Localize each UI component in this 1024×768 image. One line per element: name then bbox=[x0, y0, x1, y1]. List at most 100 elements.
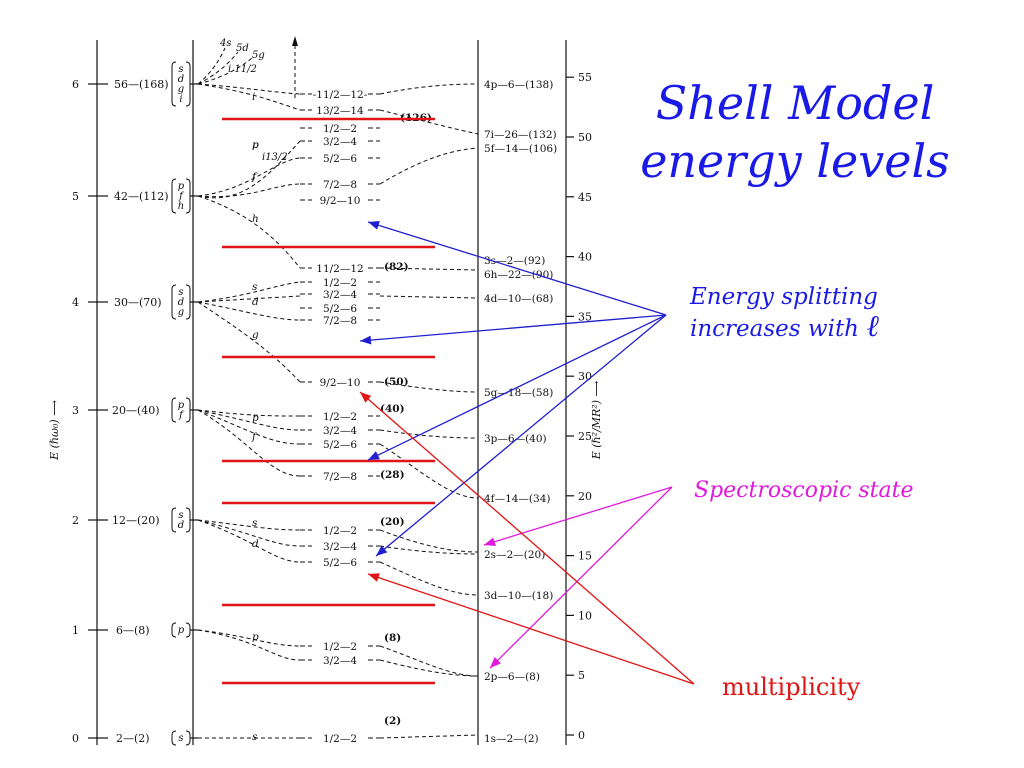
split-level-label: 3/2—4 bbox=[323, 136, 357, 148]
title-line-1: Shell Model bbox=[655, 76, 935, 130]
shell-letter: d bbox=[178, 74, 184, 85]
split-level-label: 1/2—2 bbox=[323, 641, 357, 653]
shell-brace bbox=[171, 61, 177, 107]
shell-letter: h bbox=[178, 201, 184, 212]
shell-brace bbox=[171, 507, 177, 533]
left-tick-label: 2 bbox=[72, 514, 79, 527]
split-level-label: 1/2—2 bbox=[323, 277, 357, 289]
shell-brace bbox=[185, 178, 191, 214]
multiplicity-arrow-head bbox=[368, 573, 380, 582]
level-connection-curve bbox=[197, 301, 301, 321]
level-connection-curve bbox=[379, 295, 479, 299]
split-level-label: 13/2—14 bbox=[316, 105, 364, 117]
right-tick-label: 20 bbox=[578, 490, 592, 503]
square-well-level-label: 4d—10—(68) bbox=[484, 293, 553, 305]
upper-arrow-head bbox=[292, 36, 298, 46]
square-well-level-label: 6h—22—(90) bbox=[484, 269, 553, 281]
oscillator-shell-label: 56—(168) bbox=[114, 78, 169, 91]
split-level-label: 1/2—2 bbox=[323, 525, 357, 537]
split-level-label: 11/2—12 bbox=[316, 263, 363, 275]
left-tick-label: 1 bbox=[72, 624, 79, 637]
square-well-level-label: 7i—26—(132) bbox=[484, 129, 557, 141]
annotation-label: 5d bbox=[236, 43, 249, 54]
magic-number: (8) bbox=[384, 632, 401, 644]
split-level-label: 3/2—4 bbox=[323, 655, 357, 667]
right-axis-title: E (ℏ²/MR²) ⟶ bbox=[590, 381, 603, 461]
spectroscopic-state-arrow-head bbox=[484, 537, 496, 547]
branch-letter: g bbox=[252, 329, 259, 341]
level-connection-curve bbox=[197, 47, 226, 85]
split-level-label: 1/2—2 bbox=[323, 733, 357, 745]
branch-letter: s bbox=[252, 731, 258, 743]
energy-splitting-arrow-head bbox=[360, 335, 372, 345]
split-level-label: 1/2—2 bbox=[323, 123, 357, 135]
oscillator-shell-label: 30—(70) bbox=[114, 296, 162, 309]
callout-line-1: Energy splitting bbox=[690, 284, 878, 310]
branch-letter: s bbox=[252, 281, 258, 293]
level-connection-curve bbox=[379, 734, 479, 739]
shell-letter: p bbox=[178, 400, 185, 411]
shell-brace bbox=[185, 284, 191, 320]
branch-letter: p bbox=[252, 412, 259, 424]
shell-letter: d bbox=[178, 520, 184, 531]
split-level-label: 3/2—4 bbox=[323, 289, 357, 301]
square-well-level-label: 2p—6—(8) bbox=[484, 671, 540, 683]
split-level-label: 5/2—6 bbox=[323, 439, 357, 451]
right-tick-label: 15 bbox=[578, 550, 592, 563]
branch-letter: f bbox=[251, 171, 258, 183]
level-connection-curve bbox=[197, 83, 301, 95]
shell-brace bbox=[171, 622, 177, 638]
magic-number: (40) bbox=[380, 403, 405, 415]
branch-letter: f bbox=[251, 171, 258, 183]
spectroscopic-state-arrow bbox=[489, 486, 673, 669]
square-well-level-label: 3d—10—(18) bbox=[484, 590, 553, 602]
multiplicity-arrow bbox=[359, 391, 695, 685]
annotation-label: i13/2 bbox=[262, 152, 288, 163]
spectroscopic-state-arrow bbox=[483, 486, 673, 546]
split-level-label: 5/2—6 bbox=[323, 153, 357, 165]
branch-letter: p bbox=[252, 139, 259, 151]
left-tick-label: 0 bbox=[72, 732, 79, 745]
level-connection-curve bbox=[379, 561, 479, 596]
level-connection-curve bbox=[197, 519, 301, 547]
branch-letter: s bbox=[252, 517, 258, 529]
split-level-label: 1/2—2 bbox=[323, 411, 357, 423]
shell-letter: f bbox=[178, 410, 185, 421]
level-connection-curve bbox=[197, 409, 301, 477]
energy-splitting-arrow bbox=[359, 314, 667, 342]
square-well-level-label: 4f—14—(34) bbox=[484, 493, 550, 505]
shell-brace bbox=[185, 730, 191, 746]
split-level-label: -11/2—12- bbox=[313, 89, 368, 101]
branch-letter: p bbox=[252, 631, 259, 643]
split-level-label: 5/2—6 bbox=[323, 557, 357, 569]
shell-letter: s bbox=[178, 64, 183, 75]
shell-letter: g bbox=[178, 307, 184, 318]
multiplicity-arrow bbox=[367, 573, 695, 685]
right-tick-label: 50 bbox=[578, 131, 592, 144]
shell-letter: d bbox=[178, 297, 184, 308]
square-well-level-label: 1s—2—(2) bbox=[484, 733, 539, 745]
split-level-label: 9/2—10 bbox=[320, 195, 361, 207]
left-tick-label: 3 bbox=[72, 404, 79, 417]
split-level-label: 3/2—4 bbox=[323, 541, 357, 553]
level-connection-curve bbox=[197, 140, 301, 199]
magic-number: (28) bbox=[380, 469, 405, 481]
level-connection-curve bbox=[379, 267, 479, 271]
right-tick-label: 40 bbox=[578, 251, 592, 264]
branch-letter: f bbox=[251, 431, 258, 443]
shell-brace bbox=[185, 507, 191, 533]
right-tick-label: 35 bbox=[578, 310, 592, 323]
right-tick-label: 25 bbox=[578, 430, 592, 443]
oscillator-shell-label: 12—(20) bbox=[112, 514, 160, 527]
annotation-label: 5g bbox=[252, 50, 265, 61]
shell-letter: g bbox=[178, 84, 184, 95]
level-connection-curve bbox=[379, 529, 479, 553]
magic-number: (2) bbox=[384, 715, 401, 727]
level-connection-curve bbox=[197, 183, 301, 198]
level-connection-curve bbox=[197, 629, 301, 647]
title-line-2: energy levels bbox=[640, 134, 950, 188]
callout-increases-text: increases with bbox=[690, 316, 859, 342]
level-connection-curve bbox=[379, 109, 479, 135]
energy-splitting-arrow-head bbox=[376, 545, 388, 556]
